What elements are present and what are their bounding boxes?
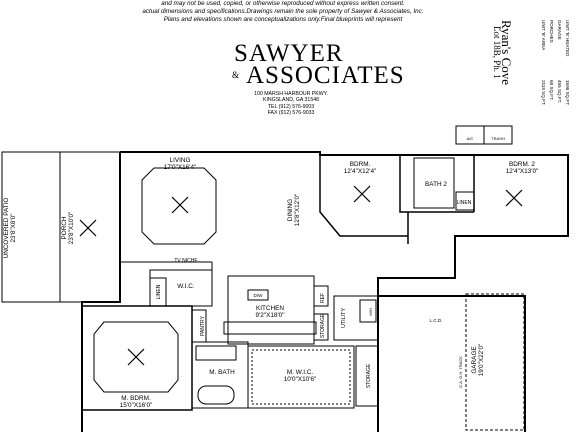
porch-label: PORCH — [61, 216, 68, 239]
exterior-walls — [81, 151, 569, 432]
storage1-label: STORAGE — [320, 313, 326, 338]
porch-dimensions: 23'8"X10'0" — [68, 212, 75, 245]
patio-label: UNCOVERED PATIO — [3, 198, 10, 259]
notice-line-3: Plans and elevations shown are conceptua… — [163, 16, 403, 24]
fan-icon — [353, 185, 371, 203]
patio-dimensions: 23'8"X8'0" — [10, 213, 17, 242]
dw-label: D/W — [254, 293, 264, 298]
utility-label: UTILITY — [341, 308, 347, 328]
logo-line-2: ASSOCIATES — [246, 62, 405, 89]
pantry-label: PANTRY — [200, 315, 206, 335]
garage-door-track — [465, 293, 525, 431]
ac-label: A/C — [467, 136, 474, 141]
bath2-box — [413, 157, 455, 209]
ref-box — [313, 285, 329, 307]
notice-line-1: and may not be used, copied, or otherwis… — [161, 0, 405, 7]
trash-label: TRASH — [491, 136, 505, 141]
kitchen-counter — [223, 321, 317, 335]
ac-pad — [455, 125, 485, 145]
company-tel: TEL (912) 576-9003 — [267, 103, 315, 110]
fan-icon — [505, 189, 523, 207]
master-bedroom-dimensions: 15'0"X16'0" — [120, 402, 153, 409]
living-label: LIVING — [170, 157, 191, 164]
wh-label: W/H — [368, 308, 373, 316]
ref-label: REF — [320, 293, 326, 303]
master-tray-ceiling — [93, 321, 179, 393]
kitchen-dimensions: 9'2"X18'0" — [255, 312, 284, 319]
dishwasher-box — [247, 289, 269, 301]
trash-pad — [483, 125, 513, 145]
master-wic-shelves — [251, 349, 351, 405]
ga-note: G.A. O.H. TRACK — [458, 356, 463, 388]
logo-ampersand: & — [232, 70, 240, 80]
living-tray-ceiling — [141, 167, 217, 245]
bdrm3-label: BDRM. — [350, 161, 371, 168]
patio-outline — [1, 151, 61, 303]
kitchen-label: KITCHEN — [256, 305, 284, 312]
company-city: KINGSLAND, GA 31548 — [263, 97, 319, 104]
linen-box — [455, 191, 475, 211]
company-fax: FAX (912) 576-9033 — [267, 110, 315, 117]
kitchen-area — [227, 275, 315, 345]
fan-icon — [171, 196, 189, 214]
dining-dimensions: 12'8"X12'0" — [294, 194, 301, 227]
dining-label: DINING — [287, 199, 294, 221]
master-wic-dimensions: 10'0"X10'6" — [284, 376, 317, 383]
garage-dimensions: 19'0"X22'0" — [478, 344, 485, 377]
storage2-label: STORAGE — [366, 363, 372, 388]
linen2-label: LINEN — [156, 284, 162, 299]
bdrm3-dimensions: 12'4"X12'4" — [344, 168, 377, 175]
bedroom-walls — [319, 155, 475, 244]
notice-line-2: actual dimensions and specifications.Dra… — [142, 8, 424, 16]
storage2-box — [355, 345, 379, 407]
linen-label: LINEN — [457, 200, 472, 206]
logo-line-1: SAWYER — [234, 40, 344, 67]
utility-box — [333, 295, 379, 341]
bdrm2-dimensions: 12'4"X13'0" — [506, 168, 539, 175]
company-logo: SAWYER & ASSOCIATES — [224, 40, 404, 90]
master-bath-label: M. BATH — [209, 369, 235, 376]
master-bedroom-label: M. BDRM. — [121, 395, 151, 402]
tv-niche-label: TV NICHE — [174, 258, 198, 264]
fan-icon — [127, 348, 145, 366]
company-contact: 100 MARSH HARBOUR PKWY. KINGSLAND, GA 31… — [242, 91, 340, 117]
wic-label: W.I.C. — [177, 283, 195, 290]
garage-label: GARAGE — [471, 346, 478, 373]
washer-box — [359, 299, 377, 323]
tub — [197, 385, 235, 405]
bath2-label: BATH 2 — [425, 181, 447, 188]
master-wic-box — [247, 345, 355, 409]
storage1-box — [313, 313, 329, 341]
bdrm2-label: BDRM. 2 — [509, 161, 535, 168]
copyright-notice: and may not be used, copied, or otherwis… — [118, 0, 448, 24]
lcd-label: L.C.D. — [429, 318, 442, 323]
master-wic-label: M. W.I.C. — [287, 369, 313, 376]
fan-icon — [79, 219, 97, 237]
living-dimensions: 17'0"X16'4" — [164, 164, 197, 171]
company-address: 100 MARSH HARBOUR PKWY. — [254, 91, 328, 97]
vanity — [195, 345, 237, 361]
